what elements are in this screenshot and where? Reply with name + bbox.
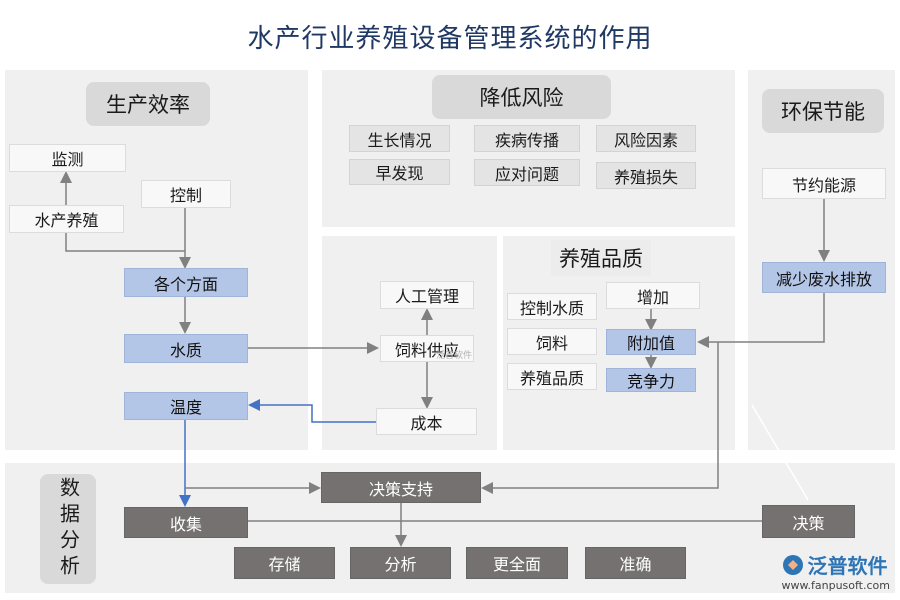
node-added-value: 附加值 xyxy=(606,329,696,355)
risk-item-respond: 应对问题 xyxy=(474,159,580,186)
node-competitiveness: 竞争力 xyxy=(606,368,696,392)
node-temperature: 温度 xyxy=(124,392,248,420)
node-control: 控制 xyxy=(141,180,231,208)
brand-name: 泛普软件 xyxy=(807,554,888,578)
node-aquaculture: 水产养殖 xyxy=(9,205,124,233)
node-store: 存储 xyxy=(234,547,335,579)
risk-item-early: 早发现 xyxy=(349,159,450,185)
node-aspects: 各个方面 xyxy=(124,268,248,297)
heading-data-analysis: 数据分析 xyxy=(40,474,96,584)
node-increase: 增加 xyxy=(606,282,700,309)
heading-efficiency: 生产效率 xyxy=(86,82,210,126)
node-water-quality: 水质 xyxy=(124,334,248,363)
node-monitor: 监测 xyxy=(9,144,126,172)
node-feed-supply: 饲料供应 xyxy=(380,335,474,362)
panel-efficiency xyxy=(5,70,308,450)
node-save-energy: 节约能源 xyxy=(762,168,886,199)
node-analyze: 分析 xyxy=(350,547,451,579)
brand-url: www.fanpusoft.com xyxy=(781,579,890,592)
faint-watermark: 泛普软件 xyxy=(436,351,473,361)
node-manual-management: 人工管理 xyxy=(380,281,474,309)
heading-quality: 养殖品质 xyxy=(551,240,651,276)
heading-risk: 降低风险 xyxy=(432,75,611,119)
risk-item-loss: 养殖损失 xyxy=(596,162,696,189)
node-feed: 饲料 xyxy=(507,328,597,355)
node-control-water: 控制水质 xyxy=(507,293,597,320)
node-cost: 成本 xyxy=(376,408,477,435)
node-reduce-waste: 减少废水排放 xyxy=(762,262,886,293)
risk-item-factors: 风险因素 xyxy=(596,125,696,152)
brand-watermark: 泛普软件 www.fanpusoft.com xyxy=(782,550,890,592)
heading-eco: 环保节能 xyxy=(762,89,884,133)
node-comprehensive: 更全面 xyxy=(466,547,568,579)
risk-item-disease: 疾病传播 xyxy=(474,125,580,152)
node-breeding-quality: 养殖品质 xyxy=(507,363,597,390)
brand-logo-icon xyxy=(782,554,803,575)
node-collect: 收集 xyxy=(124,507,248,538)
page-title: 水产行业养殖设备管理系统的作用 xyxy=(247,24,653,54)
risk-item-growth: 生长情况 xyxy=(349,125,450,152)
node-decision-support: 决策支持 xyxy=(321,472,481,503)
node-decision: 决策 xyxy=(762,505,855,538)
node-accurate: 准确 xyxy=(585,547,686,579)
heading-data-analysis-text: 数据分析 xyxy=(56,477,81,581)
